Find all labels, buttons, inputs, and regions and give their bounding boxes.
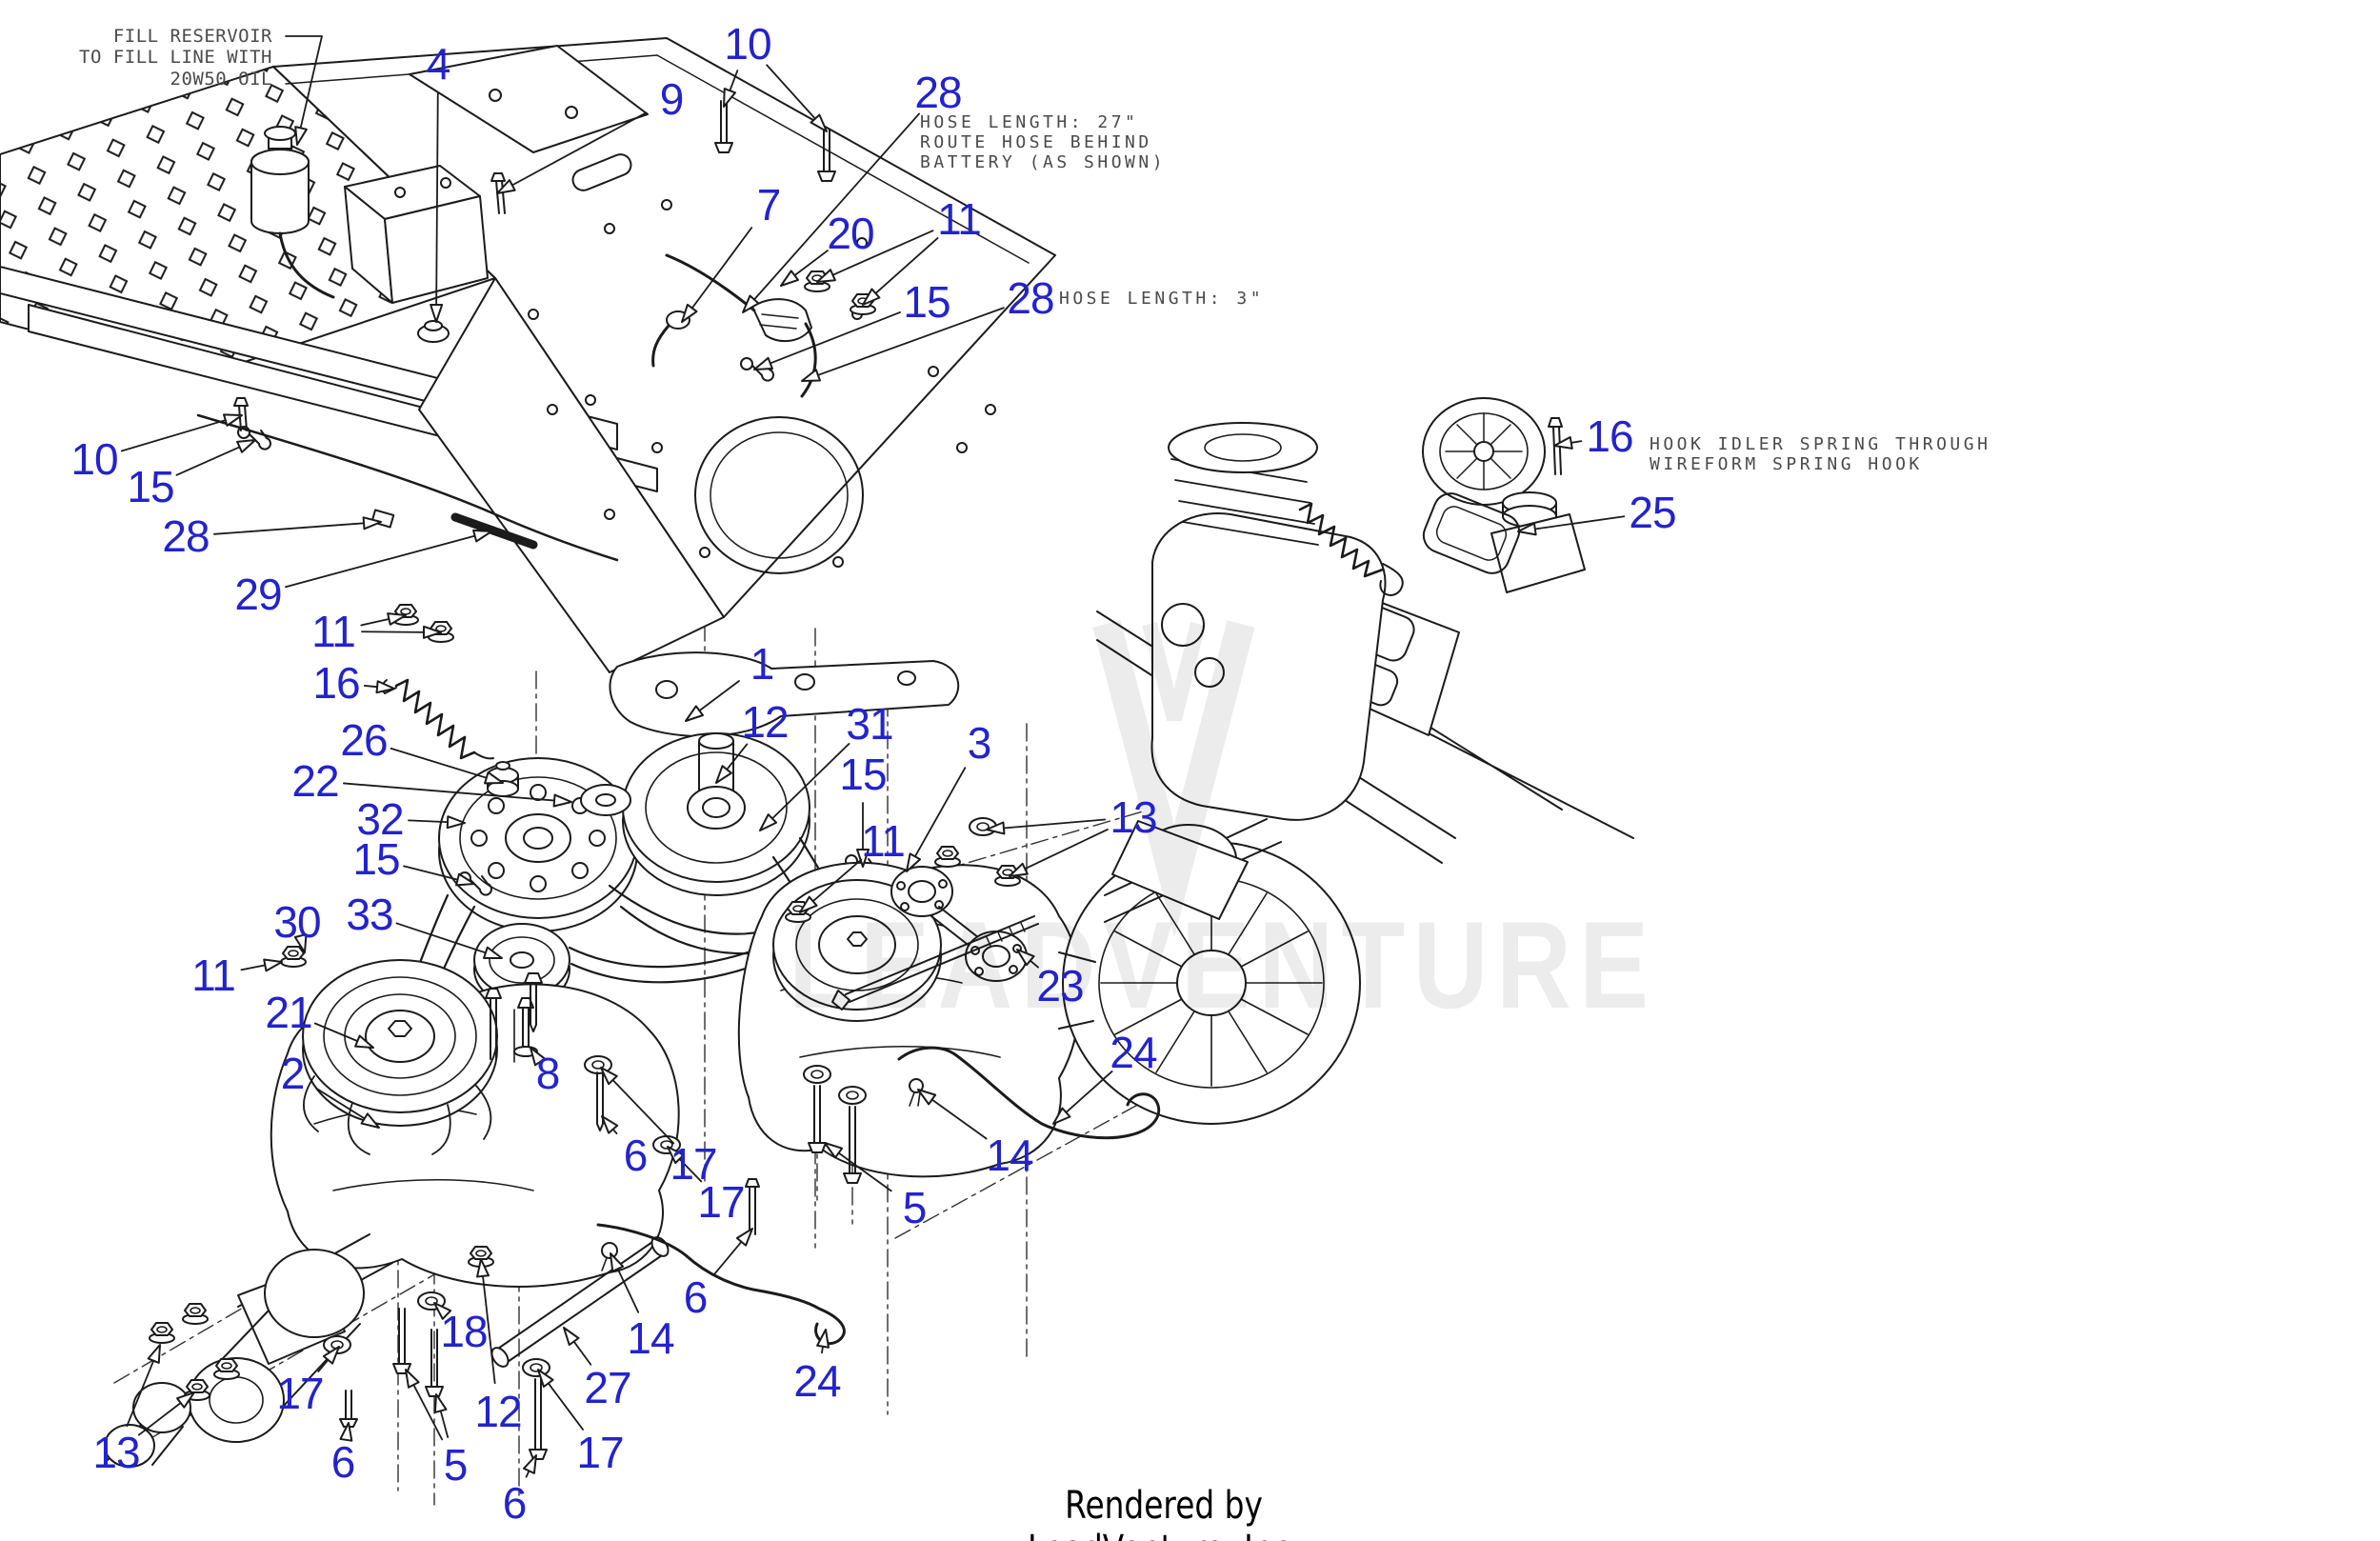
callout-12[interactable]: 12 [474, 1387, 522, 1436]
callout-5[interactable]: 5 [443, 1440, 469, 1490]
callout-16[interactable]: 16 [1586, 411, 1633, 461]
callout-28[interactable]: 28 [914, 68, 962, 117]
callout-14[interactable]: 14 [627, 1313, 674, 1363]
driveshaft [831, 817, 1039, 1011]
callout-30[interactable]: 30 [273, 897, 321, 947]
callout-17[interactable]: 17 [697, 1177, 745, 1227]
deck-frame-assembly [0, 37, 1056, 673]
wire-links [596, 1046, 1161, 1346]
callout-6[interactable]: 6 [623, 1131, 649, 1180]
footer-credit: Rendered by LeadVenture, Inc. [1028, 1484, 1300, 1541]
callout-28[interactable]: 28 [162, 511, 210, 561]
callout-18[interactable]: 18 [440, 1307, 488, 1356]
pulley-stack [438, 732, 879, 1007]
callout-15[interactable]: 15 [127, 462, 174, 511]
callout-24[interactable]: 24 [793, 1356, 841, 1406]
callout-11[interactable]: 11 [311, 607, 356, 656]
callout-7[interactable]: 7 [756, 180, 782, 230]
callout-15[interactable]: 15 [903, 277, 950, 327]
callout-22[interactable]: 22 [291, 756, 339, 806]
callout-13[interactable]: 13 [92, 1428, 140, 1477]
inset-engine-assembly [1096, 397, 1634, 923]
callout-26[interactable]: 26 [340, 715, 388, 765]
hose-3-note: HOSE LENGTH: 3" [1059, 289, 1265, 309]
callout-11[interactable]: 11 [937, 194, 982, 244]
callout-10[interactable]: 10 [70, 434, 118, 484]
callout-25[interactable]: 25 [1629, 488, 1676, 537]
hardware [149, 604, 924, 1460]
callout-17[interactable]: 17 [276, 1369, 324, 1418]
callout-4[interactable]: 4 [426, 39, 451, 89]
callout-24[interactable]: 24 [1110, 1028, 1157, 1077]
top-hardware-hoses [490, 100, 876, 398]
callout-23[interactable]: 23 [1036, 961, 1084, 1011]
callout-33[interactable]: 33 [346, 890, 393, 939]
callout-11[interactable]: 11 [191, 951, 236, 1000]
callout-12[interactable]: 12 [741, 697, 789, 747]
leadventure-text-watermark: LEADVENTURE [789, 895, 1657, 1034]
callout-5[interactable]: 5 [902, 1183, 928, 1232]
callout-6[interactable]: 6 [683, 1272, 709, 1322]
callout-2[interactable]: 2 [280, 1049, 306, 1098]
callout-3[interactable]: 3 [967, 718, 992, 768]
callout-32[interactable]: 32 [356, 794, 404, 844]
callout-15[interactable]: 15 [839, 750, 887, 799]
callout-16[interactable]: 16 [312, 658, 360, 708]
callout-11[interactable]: 11 [861, 816, 906, 866]
callout-21[interactable]: 21 [265, 988, 312, 1037]
callout-8[interactable]: 8 [535, 1049, 561, 1098]
callout-1[interactable]: 1 [750, 639, 775, 689]
leader-lines [120, 64, 1626, 1478]
callout-6[interactable]: 6 [330, 1437, 356, 1487]
callout-6[interactable]: 6 [502, 1478, 528, 1528]
left-transaxle [104, 959, 680, 1468]
callout-28[interactable]: 28 [1007, 273, 1054, 323]
callout-20[interactable]: 20 [827, 209, 874, 258]
callout-17[interactable]: 17 [576, 1428, 624, 1477]
callout-10[interactable]: 10 [724, 19, 771, 69]
callout-14[interactable]: 14 [986, 1131, 1033, 1180]
callout-27[interactable]: 27 [584, 1363, 631, 1412]
callout-17[interactable]: 17 [670, 1139, 717, 1189]
callout-15[interactable]: 15 [352, 834, 400, 884]
callout-29[interactable]: 29 [234, 570, 282, 619]
callout-31[interactable]: 31 [846, 699, 893, 749]
oil-reservoir [250, 35, 450, 343]
callout-9[interactable]: 9 [659, 74, 685, 124]
callout-13[interactable]: 13 [1110, 792, 1157, 842]
